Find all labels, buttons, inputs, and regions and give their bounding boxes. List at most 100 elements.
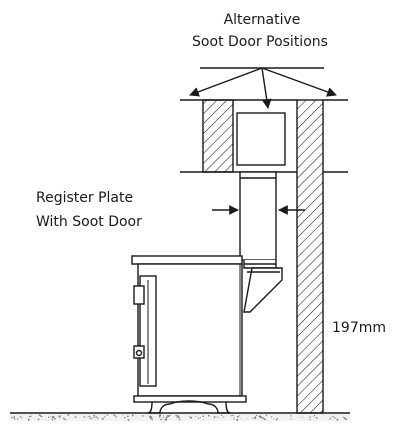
floor-speck bbox=[175, 414, 177, 416]
floor-speck bbox=[106, 414, 109, 416]
floor-speck bbox=[86, 416, 88, 418]
floor-speck bbox=[345, 418, 348, 421]
floor-speck bbox=[197, 417, 200, 419]
floor-speck bbox=[238, 415, 240, 417]
register-plate-label-line2: With Soot Door bbox=[36, 214, 142, 230]
floor-speck bbox=[97, 417, 99, 419]
floor-speck bbox=[254, 416, 257, 419]
floor-speck bbox=[67, 414, 70, 416]
floor-speck bbox=[176, 415, 179, 417]
floor-speck bbox=[312, 415, 314, 417]
floor-speck bbox=[260, 416, 263, 419]
floor-speck bbox=[264, 418, 266, 421]
flue-pipe bbox=[239, 171, 283, 313]
floor-speck bbox=[252, 417, 254, 419]
floor-speck bbox=[41, 416, 43, 418]
floor-speck bbox=[316, 417, 318, 419]
floor-speck bbox=[216, 416, 218, 418]
floor-speck bbox=[178, 416, 180, 418]
floor-speck bbox=[47, 416, 50, 419]
floor-speck bbox=[95, 416, 97, 418]
floor-speck bbox=[265, 414, 268, 416]
floor-texture bbox=[11, 414, 348, 421]
floor-speck bbox=[336, 418, 339, 421]
floor-speck bbox=[309, 419, 311, 421]
floor-speck bbox=[58, 415, 61, 418]
floor-speck bbox=[308, 416, 310, 418]
floor-speck bbox=[16, 418, 19, 420]
floor-speck bbox=[255, 414, 258, 417]
stove-leg-back bbox=[207, 401, 231, 414]
floor-speck bbox=[168, 414, 171, 417]
floor-speck bbox=[233, 417, 235, 418]
hearth-floor bbox=[10, 412, 350, 421]
floor-speck bbox=[51, 418, 54, 421]
floor-speck bbox=[236, 415, 239, 418]
chimney-back-wall bbox=[296, 99, 324, 414]
floor-speck bbox=[230, 415, 232, 417]
floor-speck bbox=[49, 416, 51, 418]
floor-speck bbox=[12, 417, 14, 419]
floor-speck bbox=[344, 417, 346, 419]
floor-speck bbox=[233, 418, 235, 420]
floor-speck bbox=[115, 415, 117, 417]
register-plate-label-line1: Register Plate bbox=[36, 190, 134, 206]
floor-speck bbox=[14, 418, 16, 420]
floor-speck bbox=[93, 416, 95, 418]
floor-speck bbox=[223, 416, 225, 418]
floor-speck bbox=[199, 416, 201, 418]
floor-speck bbox=[53, 417, 56, 420]
stove-leg-front bbox=[147, 401, 171, 414]
floor-speck bbox=[113, 414, 115, 416]
floor-speck bbox=[89, 418, 91, 420]
floor-speck bbox=[101, 417, 104, 420]
stove bbox=[131, 255, 247, 414]
floor-speck bbox=[127, 419, 130, 421]
floor-speck bbox=[160, 418, 163, 421]
floor-speck bbox=[275, 418, 278, 421]
floor-speck bbox=[188, 416, 190, 418]
floor-speck bbox=[57, 415, 59, 417]
floor-speck bbox=[232, 414, 234, 417]
floor-speck bbox=[122, 414, 124, 416]
floor-speck bbox=[213, 416, 216, 418]
dimension-label: 197mm bbox=[332, 320, 386, 336]
floor-speck bbox=[195, 416, 197, 418]
floor-speck bbox=[162, 415, 164, 416]
floor-speck bbox=[166, 418, 168, 420]
alternative-label-line2: Soot Door Positions bbox=[192, 34, 328, 50]
floor-speck bbox=[59, 415, 61, 417]
floor-speck bbox=[309, 416, 312, 418]
floor-speck bbox=[63, 417, 65, 420]
floor-speck bbox=[91, 418, 92, 420]
floor-speck bbox=[202, 415, 205, 417]
floor-speck bbox=[301, 416, 303, 418]
floor-speck bbox=[52, 416, 55, 418]
floor-speck bbox=[141, 415, 144, 417]
floor-speck bbox=[262, 417, 264, 419]
floor-speck bbox=[28, 416, 31, 418]
floor-speck bbox=[236, 418, 239, 421]
floor-speck bbox=[255, 416, 257, 418]
floor-speck bbox=[30, 415, 32, 417]
floor-speck bbox=[104, 416, 106, 418]
floor-speck bbox=[88, 415, 91, 418]
floor-speck bbox=[38, 419, 40, 421]
alt-pointer-lines bbox=[189, 67, 337, 109]
floor-speck bbox=[13, 416, 16, 418]
floor-speck bbox=[189, 416, 192, 419]
floor-speck bbox=[151, 418, 153, 421]
floor-speck bbox=[263, 418, 265, 420]
floor-speck bbox=[158, 416, 161, 418]
floor-speck bbox=[329, 418, 331, 420]
floor-speck bbox=[115, 417, 117, 419]
floor-speck bbox=[217, 417, 219, 419]
floor-speck bbox=[290, 418, 292, 420]
floor-speck bbox=[149, 415, 152, 418]
floor-speck bbox=[247, 418, 248, 420]
floor-speck bbox=[93, 415, 95, 417]
floor-speck bbox=[178, 418, 181, 421]
floor-speck bbox=[330, 417, 332, 419]
door-handle-upper bbox=[133, 285, 145, 305]
